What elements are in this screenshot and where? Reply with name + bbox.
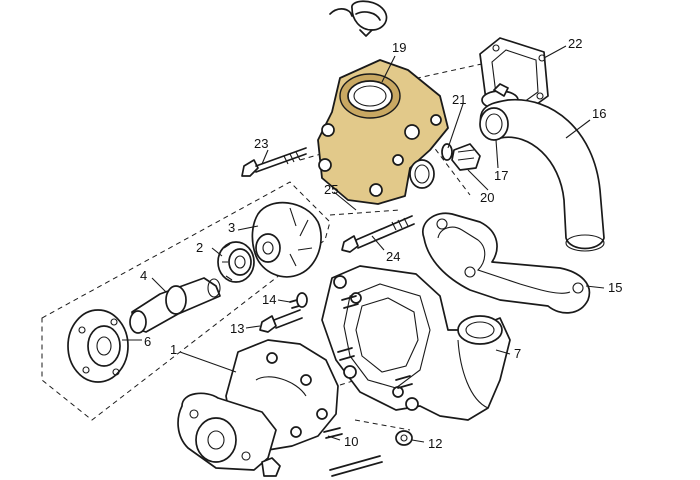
- callout-12: 12: [428, 436, 442, 451]
- drain-plug: [451, 143, 481, 171]
- stud-10: [261, 427, 383, 477]
- callout-21: 21: [452, 92, 466, 107]
- pump-seal: [217, 241, 255, 283]
- callout-3: 3: [228, 220, 235, 235]
- callout-19: 19: [392, 40, 406, 55]
- callout-14: 14: [262, 292, 276, 307]
- callout-10: 10: [344, 434, 358, 449]
- bolt-14: [289, 292, 308, 309]
- spindle-bearing: [129, 277, 221, 334]
- bolt-23: [241, 147, 307, 177]
- callout-4: 4: [140, 268, 147, 283]
- callout-20: 20: [480, 190, 494, 205]
- bypass-hose: [479, 98, 605, 252]
- alignment-line: [299, 151, 329, 161]
- washer-12: [395, 430, 413, 446]
- callout-13: 13: [230, 321, 244, 336]
- impeller: [251, 201, 322, 278]
- pump-gasket: [421, 212, 591, 314]
- callout-2: 2: [196, 240, 203, 255]
- thermostat-housing-casting: [317, 59, 449, 205]
- pump-body: [321, 265, 511, 421]
- callout-23: 23: [254, 136, 268, 151]
- callout-15: 15: [608, 280, 622, 295]
- leader-lines: [122, 45, 605, 443]
- callout-25: 25: [324, 182, 338, 197]
- alignment-line: [329, 209, 401, 216]
- alignment-line: [429, 141, 471, 196]
- callout-7: 7: [514, 346, 521, 361]
- sealing-washer: [441, 143, 453, 161]
- callout-6: 6: [144, 334, 151, 349]
- callout-labels: 19 22 16 21 20 17 23 25 24 3 2 4 6 1 14 …: [140, 36, 622, 451]
- callout-24: 24: [386, 249, 400, 264]
- alignment-line: [354, 419, 411, 431]
- callout-1: 1: [170, 342, 177, 357]
- spindle-group-dashed-outline: [41, 181, 331, 421]
- callout-16: 16: [592, 106, 606, 121]
- pulley-hub: [67, 309, 129, 383]
- bolt-13: [259, 309, 303, 333]
- callout-22: 22: [568, 36, 582, 51]
- pump-front-housing: [177, 339, 339, 471]
- thermostat-cap: [329, 0, 388, 37]
- bolt-24: [341, 215, 415, 253]
- callout-17: 17: [494, 168, 508, 183]
